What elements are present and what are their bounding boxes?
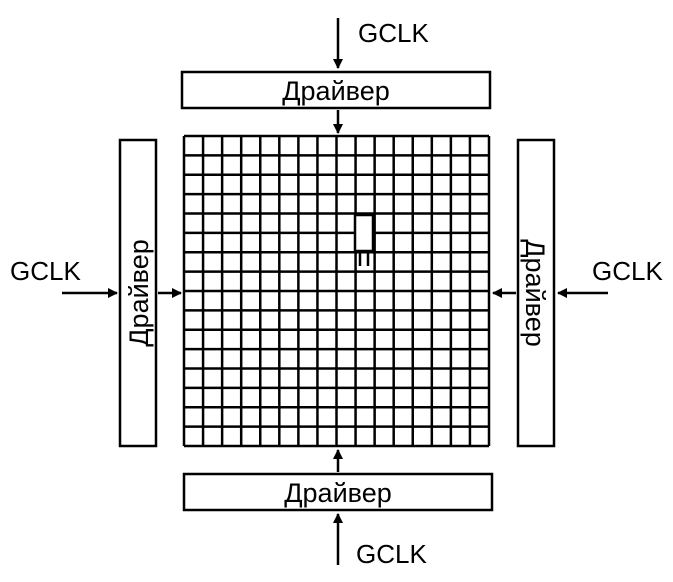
driver-bottom-box	[182, 472, 494, 512]
driver-right-box	[516, 138, 556, 448]
driver-top-box	[180, 70, 492, 110]
driver-right-label: Драйвер	[520, 239, 550, 346]
gclk-label-left: GCLK	[10, 256, 81, 286]
driver-bottom-label: Драйвер	[284, 478, 391, 508]
highlighted-cell	[353, 213, 375, 266]
driver-top-label: Драйвер	[282, 76, 389, 106]
driver-left-box	[118, 138, 158, 448]
gclk-label-right: GCLK	[592, 256, 663, 286]
logic-cell-array	[182, 134, 491, 448]
gclk-label-bottom: GCLK	[356, 539, 427, 569]
gclk-label-top: GCLK	[358, 18, 429, 48]
driver-left-label: Драйвер	[124, 239, 154, 346]
